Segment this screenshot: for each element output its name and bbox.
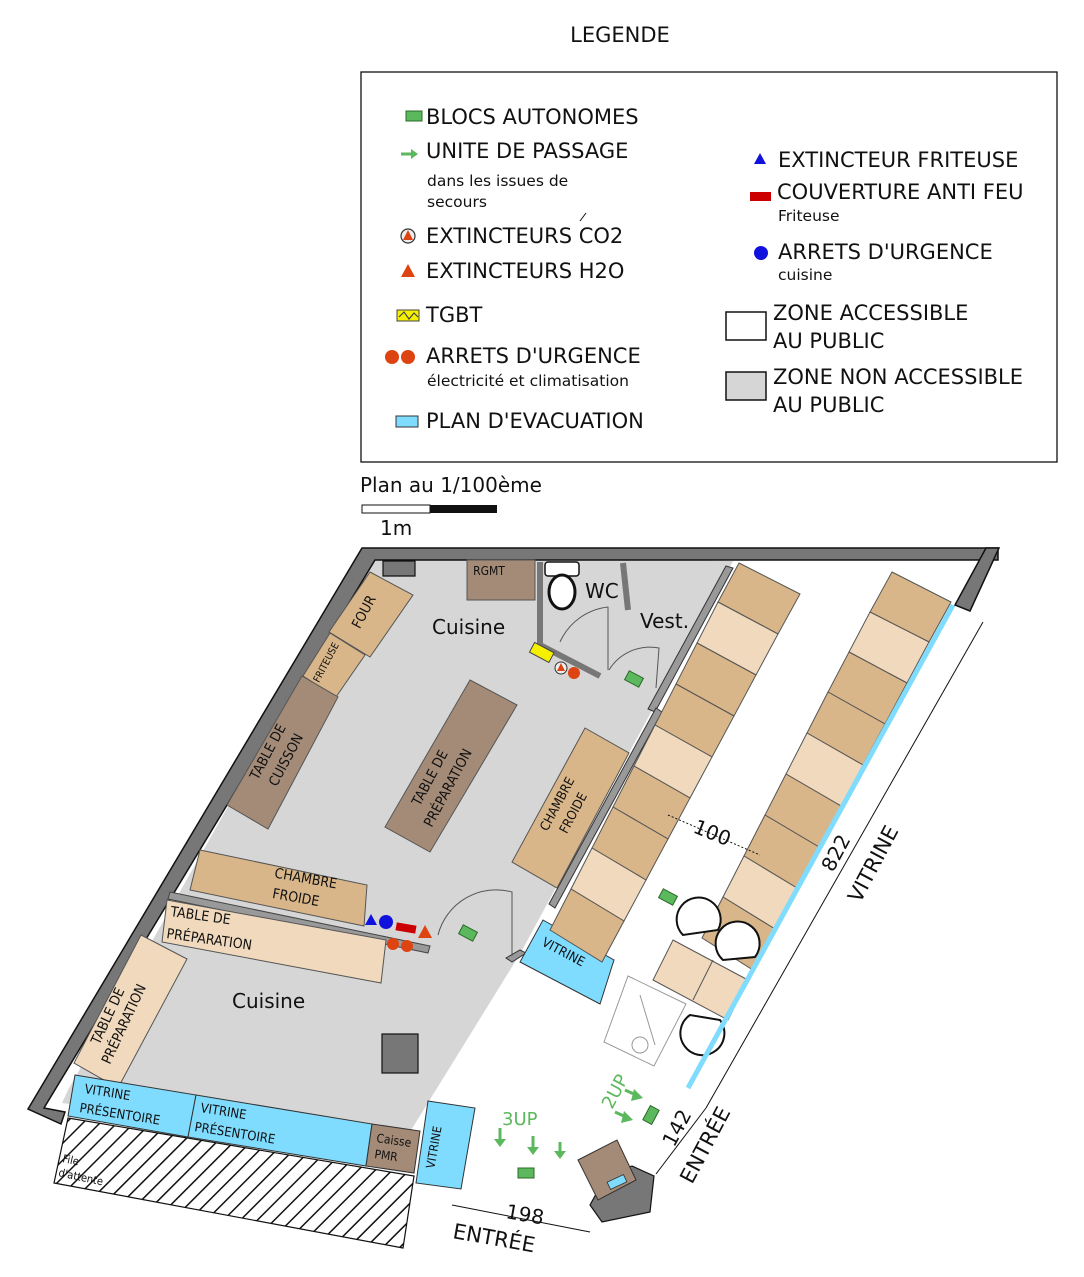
door-kitchen bbox=[437, 889, 513, 956]
arret-urgence-elec-icon bbox=[385, 350, 415, 364]
svg-text:File: File bbox=[61, 1152, 80, 1168]
legend-arrets-cuisine-label: ARRETS D'URGENCE bbox=[778, 240, 993, 264]
door-wc bbox=[559, 606, 609, 670]
tgbt-icon bbox=[396, 309, 420, 322]
legend-arrets-cuisine-sub: cuisine bbox=[778, 266, 832, 284]
dim-198-line bbox=[451, 1204, 591, 1233]
wc-toilet bbox=[544, 561, 580, 611]
legend-h2o-label: EXTINCTEURS H2O bbox=[426, 259, 624, 283]
legend-zone-nonpub-2: AU PUBLIC bbox=[773, 393, 884, 417]
arrets-urgence-elec-plan-2 bbox=[387, 938, 413, 952]
partition-wall-2 bbox=[548, 707, 663, 909]
room-cuisine-top: Cuisine bbox=[432, 615, 505, 639]
couverture-anti-feu-icon bbox=[750, 192, 771, 201]
dim-100-line bbox=[667, 814, 761, 856]
legend-zone-pub-1: ZONE ACCESSIBLE bbox=[773, 301, 968, 325]
caisse-pmr: Caisse PMR bbox=[365, 1123, 421, 1174]
passage-arrows-2up bbox=[614, 1088, 643, 1123]
rgmt: RGMT bbox=[466, 559, 536, 601]
plan-evacuation-icon bbox=[395, 415, 419, 428]
wall-right bbox=[953, 547, 1001, 612]
legend-couverture-sub: Friteuse bbox=[778, 207, 840, 225]
wc-wall-2 bbox=[620, 562, 631, 611]
vitrine-vertical: VITRINE bbox=[415, 1100, 476, 1190]
scale-title: Plan au 1/100ème bbox=[360, 473, 542, 497]
dim-100: 100 bbox=[690, 814, 734, 851]
room-wc: WC bbox=[585, 579, 619, 603]
up3-label: 3UP bbox=[502, 1109, 538, 1130]
dim-142-line bbox=[655, 1107, 707, 1175]
extincteur-friteuse-plan bbox=[365, 914, 377, 925]
arret-urgence-cuisine-plan bbox=[379, 915, 393, 929]
blocs-autonomes-plan bbox=[457, 670, 679, 1179]
legend-zone-nonpub-1: ZONE NON ACCESSIBLE bbox=[773, 365, 1023, 389]
scale-bar-white bbox=[361, 504, 431, 514]
svg-text:PMR: PMR bbox=[374, 1147, 400, 1164]
kitchen-zone bbox=[62, 555, 733, 1148]
extincteur-h2o-plan bbox=[418, 925, 432, 938]
legend-passage-sub1: dans les issues de bbox=[427, 172, 568, 190]
legend-passage-label: UNITE DE PASSAGE bbox=[426, 139, 628, 163]
svg-text:Caisse: Caisse bbox=[376, 1131, 413, 1150]
extincteur-co2-icon bbox=[400, 228, 416, 244]
legend-tgbt-label: TGBT bbox=[425, 303, 483, 327]
extincteur-friteuse-icon bbox=[754, 153, 766, 164]
wheelchair-space bbox=[603, 975, 687, 1067]
table-4-places bbox=[652, 896, 761, 1057]
legend-passage-sub2: secours bbox=[427, 193, 487, 211]
dim-vitrine-long: VITRINE bbox=[843, 822, 903, 907]
wall-post bbox=[382, 560, 416, 577]
couverture-anti-feu-plan bbox=[395, 922, 417, 934]
facade-vitrine bbox=[685, 603, 956, 1090]
tgbt-plan bbox=[528, 641, 555, 664]
passage-arrow-icon bbox=[401, 149, 418, 159]
file-attente: File d'attente bbox=[53, 1117, 415, 1249]
dim-198: 198 bbox=[504, 1199, 546, 1229]
passage-arrows-3up bbox=[494, 1128, 566, 1159]
room-cuisine-bottom: Cuisine bbox=[232, 989, 305, 1013]
legend-plan-evac-label: PLAN D'EVACUATION bbox=[426, 409, 644, 433]
chambre-froide-right: CHAMBRE FROIDE bbox=[511, 727, 630, 889]
seating-column-left bbox=[549, 562, 801, 963]
dim-822-line bbox=[705, 621, 984, 1109]
door-vest bbox=[608, 646, 660, 689]
legend-arrets-elec-label: ARRETS D'URGENCE bbox=[426, 344, 641, 368]
scale-bar-black bbox=[430, 505, 497, 513]
vitrine-presentoire-2: VITRINE PRÉSENTOIRE bbox=[187, 1094, 373, 1167]
scale-label: 1m bbox=[380, 516, 412, 540]
svg-text:VITRINE: VITRINE bbox=[199, 1101, 247, 1123]
legend-couverture-label: COUVERTURE ANTI FEU bbox=[777, 180, 1023, 204]
legend-arrets-elec-sub: électricité et climatisation bbox=[427, 372, 629, 390]
arret-urgence-cuisine-icon bbox=[754, 246, 768, 260]
room-vest: Vest. bbox=[640, 609, 689, 633]
legend-blocs-label: BLOCS AUTONOMES bbox=[426, 105, 639, 129]
legend-zone-pub-2: AU PUBLIC bbox=[773, 329, 884, 353]
svg-text:VITRINE: VITRINE bbox=[83, 1082, 131, 1104]
partition-wall-3 bbox=[505, 949, 528, 963]
pillar bbox=[381, 1033, 419, 1074]
vitrine-small: VITRINE bbox=[519, 919, 615, 1005]
extincteur-co2-plan bbox=[554, 661, 568, 675]
legend-title: LEGENDE bbox=[570, 23, 670, 47]
wall-left bbox=[26, 547, 999, 1126]
zone-non-public-swatch bbox=[725, 371, 767, 401]
chambre-froide-left: CHAMBRE FROIDE bbox=[189, 849, 368, 927]
extincteur-h2o-icon bbox=[401, 264, 415, 277]
friteuse: FRITEUSE bbox=[302, 632, 366, 698]
borne-entree bbox=[577, 1139, 655, 1223]
svg-text:RGMT: RGMT bbox=[473, 564, 505, 578]
zone-public-swatch bbox=[725, 311, 767, 341]
four: FOUR bbox=[328, 571, 414, 658]
legend-co2-label: EXTINCTEURS CO2 bbox=[426, 224, 623, 248]
arret-urgence-elec-plan bbox=[568, 667, 580, 679]
bloc-autonome-icon bbox=[405, 110, 423, 122]
legend-box bbox=[360, 71, 1058, 463]
table-preparation-center: TABLE DE PRÉPARATION bbox=[384, 679, 518, 853]
legend-ext-friteuse-label: EXTINCTEUR FRITEUSE bbox=[778, 148, 1018, 172]
